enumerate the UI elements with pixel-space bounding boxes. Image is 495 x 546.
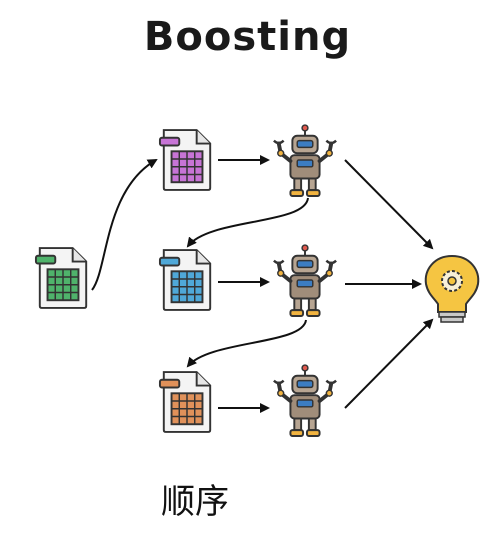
dataset-1-icon [158,129,212,191]
arrow-model-1-to-dataset-2 [186,197,309,248]
arrow-model-1-to-result [344,159,434,250]
model-2-robot-icon [271,244,339,318]
diagram-title: Boosting [143,14,352,60]
sequential-caption: 顺序 [161,482,229,522]
lightbulb-gear-icon [424,254,480,323]
arrow-model-2-to-dataset-3 [186,319,307,368]
arrows [91,155,434,413]
dataset-2-icon [158,249,212,311]
model-3-robot-icon [271,364,339,438]
model-1-robot-icon [271,124,339,198]
source-dataset-icon [34,247,88,309]
dataset-3-icon [158,371,212,433]
arrow-source-to-dataset-1 [91,158,158,291]
arrow-model-3-to-result [344,318,434,409]
